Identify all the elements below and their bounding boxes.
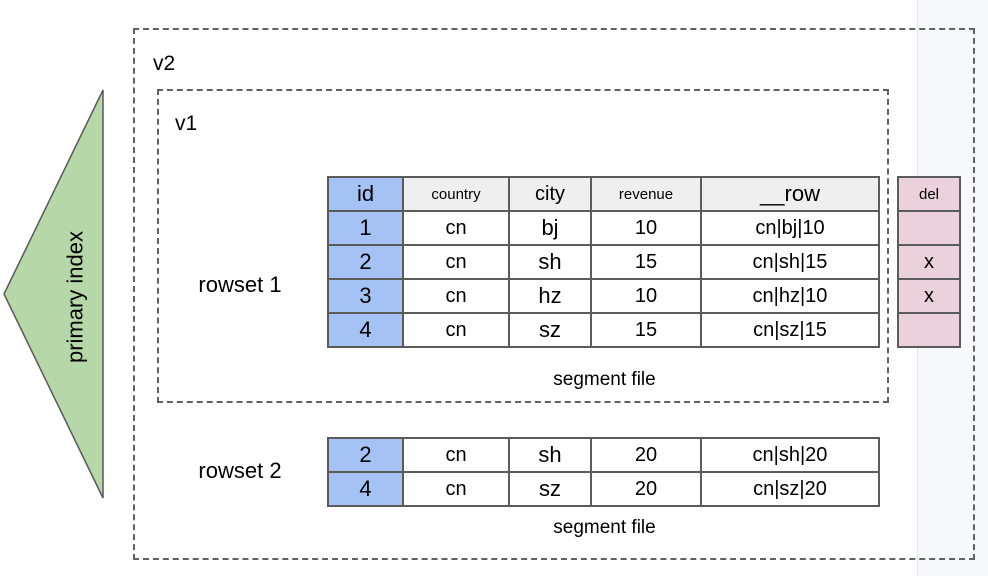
v2-version-box: v2 [133, 28, 975, 560]
table-row: x [897, 244, 961, 280]
rowset2-label: rowset 2 [198, 458, 282, 483]
column-header: country [402, 176, 510, 212]
table-cell: sh [508, 437, 592, 473]
table-cell: cn|hz|10 [700, 278, 880, 314]
table-cell: sh [508, 244, 592, 280]
table-cell: sz [508, 471, 592, 507]
v1-label: v1 [175, 112, 198, 135]
table-cell: 10 [590, 278, 702, 314]
table-cell: x [897, 278, 961, 314]
table-cell: x [897, 244, 961, 280]
table-cell: 10 [590, 210, 702, 246]
table-cell: cn [402, 312, 510, 348]
table-cell [897, 210, 961, 246]
column-header: del [897, 176, 961, 212]
table-cell: cn [402, 244, 510, 280]
segment-file-caption-1: segment file [553, 369, 656, 390]
table-cell: 15 [590, 312, 702, 348]
column-header: id [327, 176, 404, 212]
table-row [897, 210, 961, 246]
table-row [897, 312, 961, 348]
table-cell: 2 [327, 244, 404, 280]
table-cell: 3 [327, 278, 404, 314]
table-cell: 20 [590, 471, 702, 507]
table-cell: cn|bj|10 [700, 210, 880, 246]
column-header: revenue [590, 176, 702, 212]
table-cell: cn [402, 278, 510, 314]
v2-label: v2 [153, 52, 176, 75]
table-cell: bj [508, 210, 592, 246]
table-cell: 2 [327, 437, 404, 473]
primary-index-arrow: primary index [3, 89, 104, 499]
table-row: x [897, 278, 961, 314]
table-cell: 4 [327, 471, 404, 507]
table-cell: 15 [590, 244, 702, 280]
column-header: __row [700, 176, 880, 212]
primary-index-triangle [3, 89, 104, 499]
rowset1-label: rowset 1 [198, 272, 282, 297]
table-cell: cn|sz|20 [700, 471, 880, 507]
table-cell: hz [508, 278, 592, 314]
table-cell: sz [508, 312, 592, 348]
v1-version-box: v1 [157, 89, 889, 403]
table-cell: cn [402, 471, 510, 507]
table-cell: 4 [327, 312, 404, 348]
table-cell: cn|sh|20 [700, 437, 880, 473]
table-cell: cn|sh|15 [700, 244, 880, 280]
table-cell [897, 312, 961, 348]
table-cell: cn [402, 437, 510, 473]
table-cell: cn [402, 210, 510, 246]
segment-file-caption-2: segment file [553, 517, 656, 538]
table-cell: cn|sz|15 [700, 312, 880, 348]
header-row: del [897, 176, 961, 212]
table-cell: 20 [590, 437, 702, 473]
primary-index-label: primary index [63, 231, 88, 363]
table-cell: 1 [327, 210, 404, 246]
column-header: city [508, 176, 592, 212]
